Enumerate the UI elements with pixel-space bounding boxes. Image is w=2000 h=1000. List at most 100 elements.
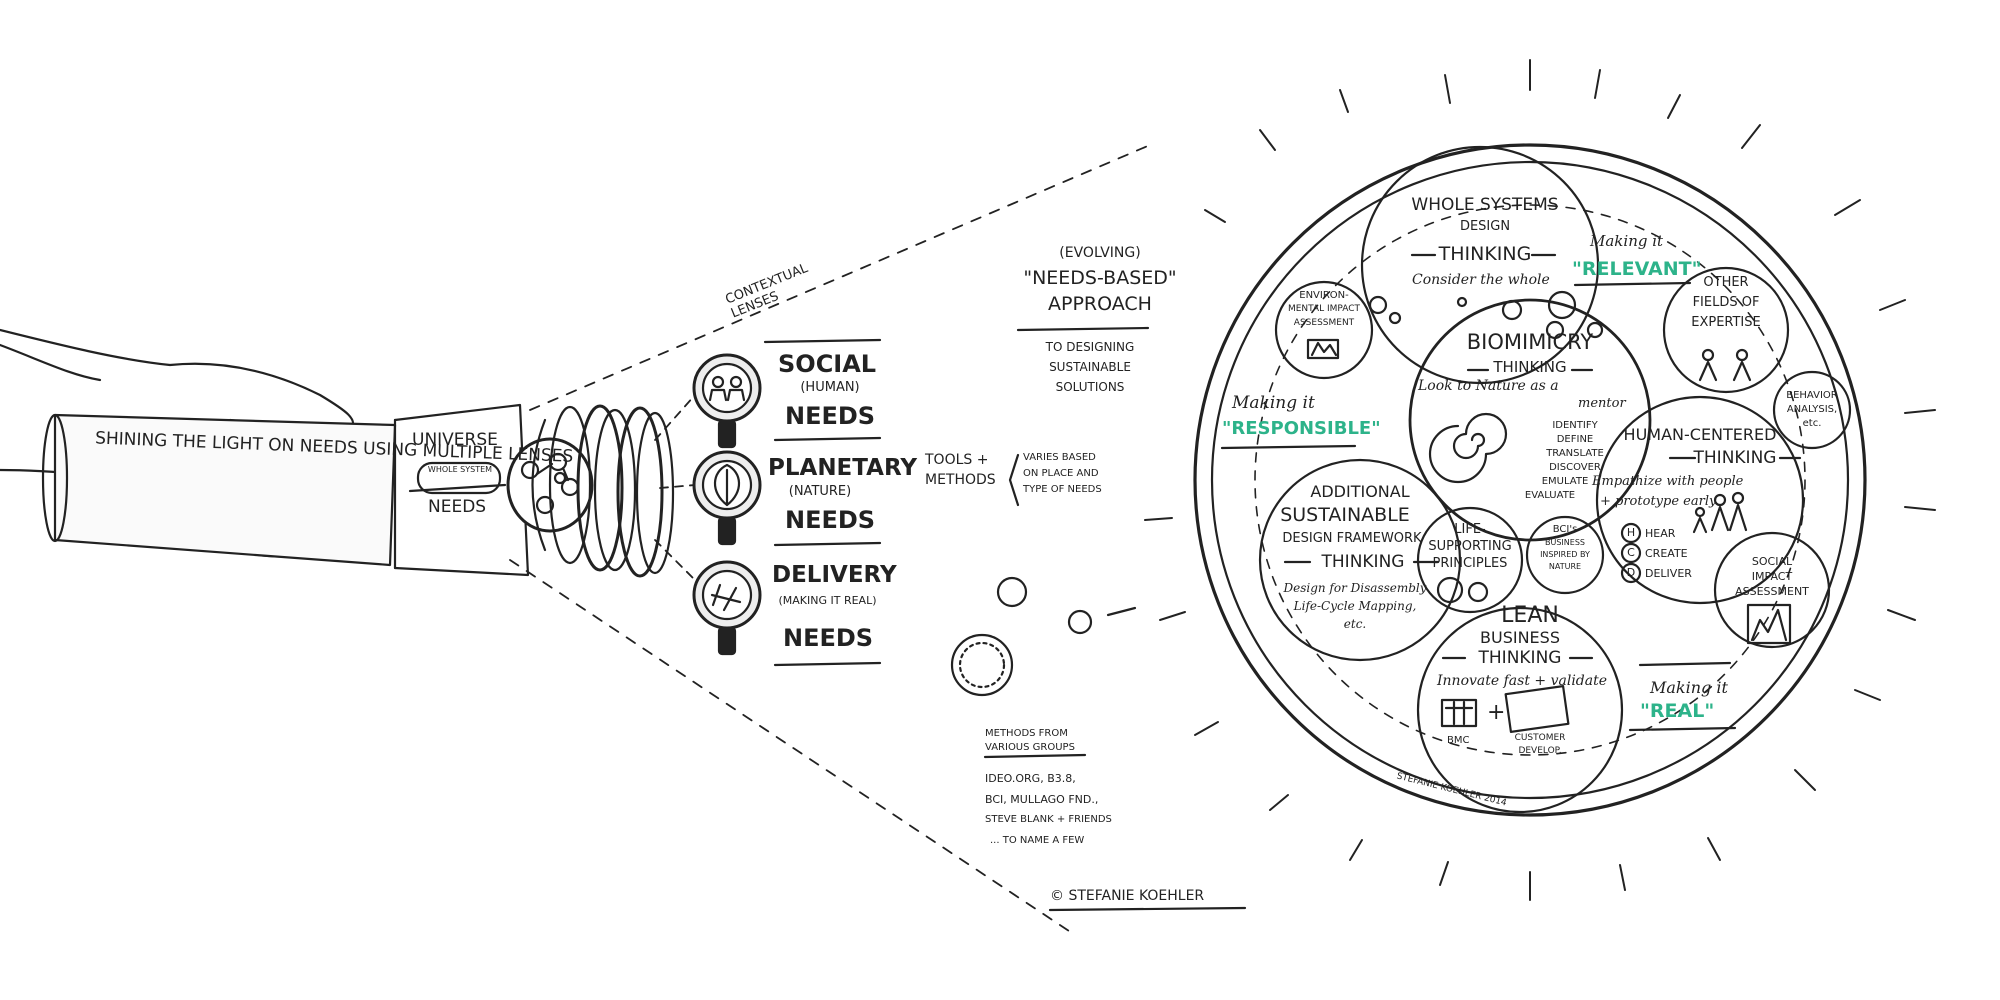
lens-needs-delivery: NEEDS: [783, 624, 874, 652]
hcd-letter-h: H: [1626, 526, 1636, 539]
approach-sub-1: TO DESIGNING: [1045, 340, 1135, 354]
lean-bmc: BMC: [1447, 735, 1470, 746]
sun-rays: [1144, 59, 1936, 901]
methods-heading-2: VARIOUS GROUPS: [985, 742, 1075, 753]
lean-l1: LEAN: [1501, 603, 1559, 628]
whole-systems-l3: THINKING: [1438, 243, 1532, 265]
human-centered-sub: THINKING: [1693, 448, 1777, 468]
lens-sub-delivery: (MAKING IT REAL): [778, 594, 877, 607]
lens-icon-planetary: [692, 450, 762, 546]
life-supporting-l2: SUPPORTING: [1428, 539, 1512, 554]
circle-other-fields: [1662, 266, 1790, 394]
human-centered-title: HUMAN-CENTERED: [1623, 425, 1777, 444]
hcd-letter-c: C: [1627, 546, 1635, 559]
behavior-l2: ANALYSIS,: [1786, 404, 1838, 415]
other-fields-l1: OTHER: [1703, 275, 1749, 290]
bcis-l1: BCI's: [1552, 524, 1578, 535]
circle-bcis: [1525, 515, 1605, 595]
making-responsible-word: "RESPONSIBLE": [1222, 418, 1381, 439]
lens-sub-planetary: (NATURE): [788, 484, 852, 499]
environmental-l3: ASSESSMENT: [1293, 318, 1355, 328]
approach-title-2: APPROACH: [1048, 293, 1152, 315]
hcd-step-create: CREATE: [1645, 547, 1688, 560]
lean-l2: BUSINESS: [1480, 628, 1560, 647]
additional-l4: THINKING: [1321, 552, 1405, 572]
human-centered-note-2: + prototype early: [1600, 494, 1717, 509]
additional-note-1: Design for Disassembly: [1283, 581, 1427, 595]
biomimicry-step-1: IDENTIFY: [1552, 420, 1598, 431]
environmental-l2: MENTAL IMPACT: [1287, 304, 1361, 314]
beam-lower-edge: [509, 559, 1076, 936]
other-fields-l3: EXPERTISE: [1691, 315, 1761, 330]
lens-needs-social: NEEDS: [785, 402, 876, 430]
lens-needs-planetary: NEEDS: [785, 506, 876, 534]
biomimicry-sub: THINKING: [1493, 358, 1567, 376]
bcis-l3: INSPIRED BY: [1540, 550, 1590, 559]
social-impact-l1: SOCIAL: [1751, 555, 1793, 568]
hcd-step-hear: HEAR: [1645, 527, 1676, 540]
making-relevant-word: "RELEVANT": [1572, 258, 1702, 280]
whole-systems-l2: DESIGN: [1459, 219, 1511, 234]
copyright-text: © STEFANIE KOEHLER: [1050, 888, 1205, 904]
additional-l2: SUSTAINABLE: [1280, 504, 1410, 526]
making-responsible-pre: Making it: [1232, 393, 1315, 413]
environmental-l1: ENVIRON-: [1299, 290, 1349, 301]
biomimicry-note-2: mentor: [1578, 396, 1626, 411]
hcd-step-deliver: DELIVER: [1645, 567, 1692, 580]
tools-desc-2: ON PLACE AND: [1023, 468, 1099, 479]
biomimicry-step-2: DEFINE: [1556, 434, 1594, 445]
hcd-letter-d: D: [1626, 566, 1636, 579]
bcis-l4: NATURE: [1548, 562, 1582, 571]
methods-line-2: BCI, MULLAGO FND.,: [985, 793, 1099, 806]
life-supporting-l3: PRINCIPLES: [1432, 556, 1508, 571]
making-real-word: "REAL": [1640, 700, 1715, 722]
lens-icon-social: [692, 353, 762, 449]
flashlight-illustration: [41, 403, 675, 578]
additional-note-2: Life-Cycle Mapping,: [1293, 599, 1417, 613]
bcis-l2: BUSINESS: [1545, 538, 1585, 547]
big-lens-circle: [1193, 143, 1867, 817]
methods-line-3: STEVE BLANK + FRIENDS: [985, 814, 1112, 825]
methods-heading-1: METHODS FROM: [985, 728, 1068, 739]
lens-icon-delivery: [692, 560, 762, 656]
biomimicry-note-1: Look to Nature as a: [1418, 378, 1559, 394]
circle-additional: [1258, 458, 1462, 662]
tools-brace: [1008, 453, 1020, 507]
spiral-shell: [1428, 412, 1508, 484]
lens-link-planetary: [659, 484, 696, 489]
methods-line-1: IDEO.ORG, B3.8,: [985, 772, 1076, 785]
lean-plus: +: [1487, 700, 1506, 725]
social-impact-l3: ASSESSMENT: [1735, 585, 1809, 598]
needs-label: NEEDS: [428, 497, 487, 517]
lens-title-planetary: PLANETARY: [768, 455, 918, 481]
whole-system-label: WHOLE SYSTEM: [427, 465, 493, 474]
whole-systems-l1: WHOLE SYSTEMS: [1411, 195, 1559, 215]
lens-title-delivery: DELIVERY: [772, 562, 897, 588]
lean-customer-2: DEVELOP.: [1518, 746, 1562, 756]
lean-customer-1: CUSTOMER: [1514, 733, 1566, 743]
beam-bubble-large: [950, 633, 1014, 697]
lens-sub-social: (HUMAN): [800, 380, 860, 395]
tools-label-1: TOOLS +: [925, 452, 989, 468]
circle-whole-systems: [1360, 145, 1600, 385]
approach-title-1: "NEEDS-BASED": [1023, 267, 1177, 289]
whole-systems-note: Consider the whole: [1412, 272, 1550, 288]
biomimicry-title: BIOMIMICRY: [1466, 330, 1594, 354]
biomimicry-step-5: EMULATE: [1541, 476, 1589, 487]
circle-environmental: [1274, 280, 1374, 380]
approach-evolving: (EVOLVING): [1059, 245, 1141, 261]
lean-note: Innovate fast + validate: [1437, 673, 1608, 689]
approach-sub-3: SOLUTIONS: [1055, 380, 1125, 394]
beam-bubble-small: [996, 576, 1028, 608]
biomimicry-step-3: TRANSLATE: [1546, 448, 1604, 459]
additional-l1: ADDITIONAL: [1310, 482, 1410, 501]
tools-label-2: METHODS: [925, 472, 996, 488]
lens-link-delivery: [654, 539, 696, 581]
additional-l3: DESIGN FRAMEWORK: [1282, 531, 1422, 546]
life-supporting-l1: LIFE-: [1454, 522, 1486, 537]
circle-life-supporting: [1416, 506, 1524, 614]
tools-desc-3: TYPE OF NEEDS: [1023, 484, 1102, 495]
other-fields-l2: FIELDS OF: [1692, 295, 1760, 310]
